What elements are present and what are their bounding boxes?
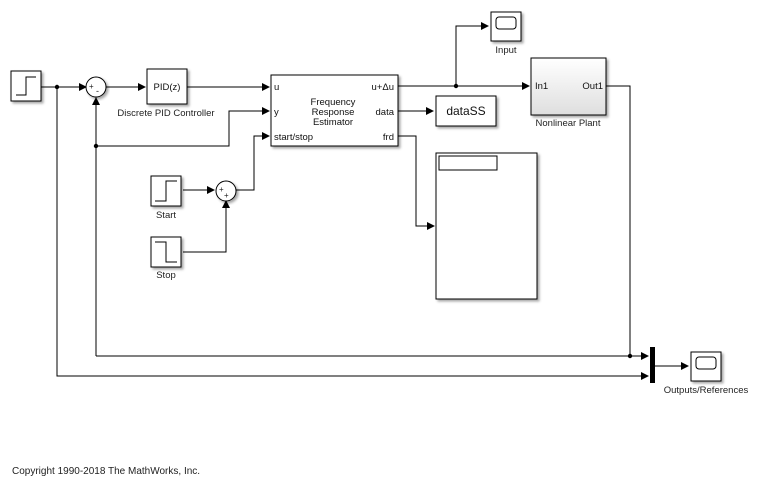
datass-block[interactable]: dataSS	[435, 95, 497, 127]
step-block[interactable]	[10, 70, 42, 102]
start-block-label: Start	[156, 210, 176, 221]
step-icon	[16, 76, 36, 96]
sum-block-startstop[interactable]: + +	[215, 180, 237, 202]
stop-block-label: Stop	[156, 270, 176, 281]
input-scope-block[interactable]	[490, 11, 522, 42]
fre-output-udu: u+Δu	[372, 82, 394, 93]
pid-block-label: Discrete PID Controller	[117, 108, 214, 119]
input-scope-label: Input	[495, 45, 516, 56]
fre-title-line-2: Response	[312, 107, 355, 118]
step-up-icon	[155, 180, 177, 202]
pid-controller-block[interactable]: PID(z)	[146, 68, 188, 105]
fre-input-startstop: start/stop	[274, 132, 313, 143]
start-step-block[interactable]	[150, 175, 182, 207]
datass-block-text: dataSS	[446, 104, 485, 118]
frequency-response-estimator-block[interactable]: u y start/stop u+Δu data frd Frequency R…	[270, 74, 399, 147]
copyright-notice: Copyright 1990-2018 The MathWorks, Inc.	[12, 466, 201, 477]
outputs-scope-block[interactable]	[690, 351, 722, 382]
wire-to-input-scope[interactable]	[455, 22, 489, 86]
wire-reference-to-mux[interactable]	[56, 87, 649, 380]
branch-point	[93, 143, 99, 149]
step-down-icon	[155, 241, 177, 263]
plant-input-port: In1	[535, 81, 548, 92]
pid-block-text: PID(z)	[154, 82, 181, 93]
stop-step-block[interactable]	[150, 236, 182, 268]
sum-sign-minus: -	[96, 86, 99, 96]
wire-plant-output-loop[interactable]	[96, 85, 631, 357]
wire-frd-to-bode[interactable]	[398, 135, 435, 230]
mux-block[interactable]	[650, 347, 655, 383]
fre-output-frd: frd	[383, 132, 394, 143]
fre-title-line-3: Estimator	[313, 117, 353, 128]
fre-input-y: y	[274, 107, 279, 118]
nonlinear-plant-block[interactable]: In1 Out1	[530, 57, 607, 116]
fre-input-u: u	[274, 82, 279, 93]
wire-stop-to-sum[interactable]	[183, 200, 230, 253]
wire-sum-to-startstop[interactable]	[236, 132, 270, 191]
fre-output-data: data	[376, 107, 395, 118]
wires	[41, 22, 689, 380]
sum-sign-plus: +	[219, 185, 224, 194]
sum-sign-plus: +	[89, 82, 94, 91]
sum-sign-plus: +	[224, 191, 229, 200]
frd-display-title-field	[438, 155, 498, 171]
sum-block-error[interactable]: + -	[85, 76, 107, 98]
plant-label: Nonlinear Plant	[536, 118, 601, 129]
wire-feedback-to-fre-y[interactable]	[96, 107, 270, 147]
fre-title-line-1: Frequency	[311, 97, 356, 108]
frd-display-block[interactable]	[435, 152, 538, 300]
outputs-scope-label: Outputs/References	[664, 385, 749, 396]
branch-point	[54, 84, 60, 90]
branch-point	[453, 83, 459, 89]
scope-icon	[495, 16, 517, 30]
scope-icon	[695, 356, 717, 370]
branch-point	[627, 353, 633, 359]
plant-output-port: Out1	[582, 81, 603, 92]
